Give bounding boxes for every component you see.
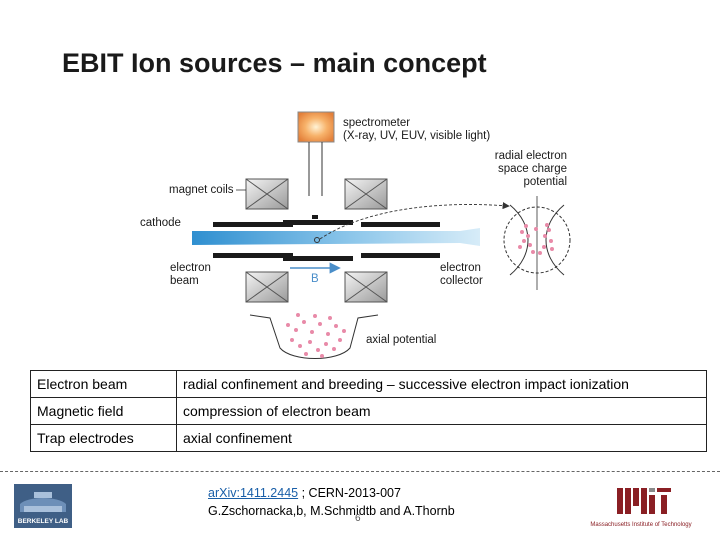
- electrode-top-middle: [283, 220, 353, 225]
- electrode-top-right: [361, 222, 440, 227]
- magnet-coil-top-right: [344, 178, 388, 210]
- electrode-top-marker: [312, 215, 318, 219]
- component-cell: Electron beam: [30, 370, 177, 398]
- label-electron-beam-2: beam: [170, 275, 199, 287]
- label-axial-potential: axial potential: [366, 334, 436, 346]
- role-cell: axial confinement: [176, 424, 707, 452]
- mit-logo-text: Massachusetts Institute of Technology: [590, 522, 691, 528]
- electrode-bottom-right: [361, 253, 440, 258]
- label-collector-1: electron: [440, 262, 481, 274]
- label-magnet-coils: magnet coils: [169, 184, 234, 196]
- table-row: Electron beam radial confinement and bre…: [30, 370, 707, 398]
- mit-logo: Massachusetts Institute of Technology: [590, 488, 692, 528]
- label-field-b: B: [311, 273, 319, 285]
- label-cathode: cathode: [140, 217, 181, 229]
- magnet-coil-top-left: [245, 178, 289, 210]
- arxiv-link[interactable]: arXiv:1411.2445: [208, 486, 299, 500]
- page-number: 6: [355, 513, 361, 524]
- component-cell: Trap electrodes: [30, 424, 177, 452]
- label-electron-beam-1: electron: [170, 262, 211, 274]
- axial-potential-well: [249, 314, 379, 359]
- magnet-coil-bottom-left: [245, 271, 289, 303]
- component-table: Electron beam radial confinement and bre…: [30, 370, 707, 452]
- electrode-bottom-left: [213, 253, 293, 258]
- footer-citation: arXiv:1411.2445 ; CERN-2013-007 G.Zschor…: [208, 484, 455, 520]
- magnet-coil-bottom-right: [344, 271, 388, 303]
- axial-ions: [286, 313, 346, 358]
- cite-refs: ; CERN-2013-007: [298, 486, 401, 500]
- electrode-bottom-middle: [283, 256, 353, 261]
- berkeley-lab-logo-text: BERKELEY LAB: [18, 518, 69, 525]
- component-cell: Magnetic field: [30, 397, 177, 425]
- berkeley-lab-logo: BERKELEY LAB: [14, 484, 72, 528]
- label-radial-2: space charge: [498, 163, 567, 175]
- footer-divider: [0, 471, 720, 472]
- radial-potential-plot: [503, 196, 571, 290]
- spectrometer-box: [297, 111, 335, 143]
- ebit-diagram: spectrometer (X-ray, UV, EUV, visible li…: [140, 111, 571, 359]
- label-spectrometer: spectrometer: [343, 117, 410, 129]
- ion-trajectory: [319, 201, 510, 240]
- label-spectrometer-detail: (X-ray, UV, EUV, visible light): [343, 130, 490, 142]
- label-collector-2: collector: [440, 275, 483, 287]
- table-row: Magnetic field compression of electron b…: [30, 397, 707, 425]
- table-row: Trap electrodes axial confinement: [30, 424, 707, 452]
- label-radial-3: potential: [524, 176, 567, 188]
- role-cell: compression of electron beam: [176, 397, 707, 425]
- electron-beam: [192, 228, 480, 246]
- label-radial-1: radial electron: [495, 150, 567, 162]
- electrode-top-left: [213, 222, 293, 227]
- role-cell: radial confinement and breeding – succes…: [176, 370, 707, 398]
- trapped-ion: [314, 237, 320, 243]
- slide-title: EBIT Ion sources – main concept: [62, 48, 487, 78]
- cite-authors: G.Zschornacka,b, M.Schmidtb and A.Thornb: [208, 504, 455, 518]
